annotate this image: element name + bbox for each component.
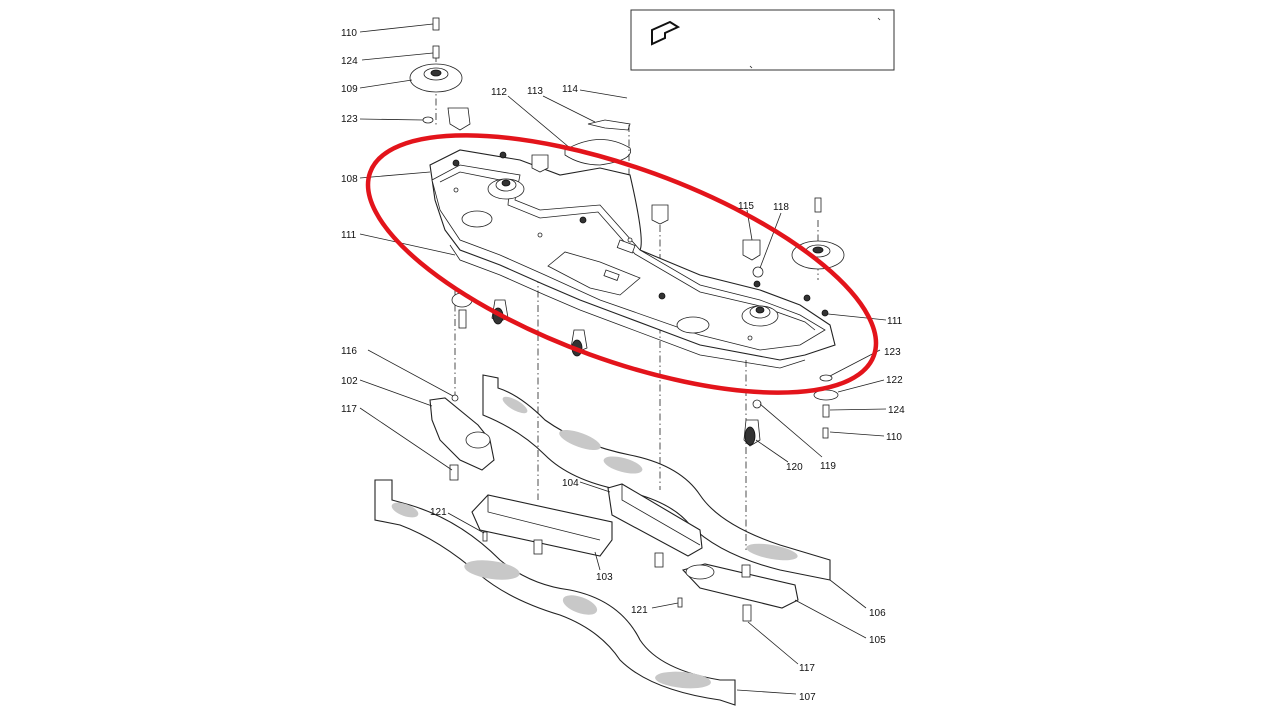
bracket-104 xyxy=(607,483,703,568)
label-124-right: 124 xyxy=(888,405,905,416)
label-104: 104 xyxy=(562,478,579,489)
label-114: 114 xyxy=(562,84,578,95)
bracket-102 xyxy=(429,397,495,481)
part-labels: 110 124 109 123 112 113 114 108 111 115 … xyxy=(341,28,905,703)
belt-112 xyxy=(564,119,632,166)
label-123-right: 123 xyxy=(884,347,901,358)
label-107: 107 xyxy=(799,692,816,703)
label-109: 109 xyxy=(341,84,358,95)
label-103: 103 xyxy=(596,572,613,583)
label-102: 102 xyxy=(341,376,358,387)
label-111-right: 111 xyxy=(887,316,903,327)
label-115: 115 xyxy=(738,201,754,212)
label-113: 113 xyxy=(527,86,543,97)
label-119: 119 xyxy=(820,461,836,472)
bracket-105 xyxy=(681,563,799,622)
casters xyxy=(451,292,762,447)
label-112: 112 xyxy=(491,87,507,98)
label-106: 106 xyxy=(869,608,886,619)
right-pulley-stack xyxy=(651,197,845,439)
label-123-top: 123 xyxy=(341,114,358,125)
label-110-right: 110 xyxy=(886,432,902,443)
highlight-ellipse xyxy=(365,133,879,395)
label-110-top: 110 xyxy=(341,28,357,39)
screws-121 xyxy=(482,531,683,608)
label-120: 120 xyxy=(786,462,803,473)
deck-108 xyxy=(429,149,836,369)
label-117-left: 117 xyxy=(341,404,357,415)
label-124-top: 124 xyxy=(341,56,358,67)
inset-box xyxy=(630,9,895,71)
baffle-107 xyxy=(374,479,736,706)
label-105: 105 xyxy=(869,635,886,646)
label-121-bottom: 121 xyxy=(631,605,648,616)
label-121-left: 121 xyxy=(430,507,447,518)
left-pulley-stack xyxy=(409,17,549,173)
label-117-bottom: 117 xyxy=(799,663,815,674)
leader-lines xyxy=(359,23,887,695)
label-108: 108 xyxy=(341,174,358,185)
label-122: 122 xyxy=(886,375,903,386)
label-116: 116 xyxy=(341,346,357,357)
label-118: 118 xyxy=(773,202,789,213)
bracket-103 xyxy=(471,494,613,557)
label-111-left: 111 xyxy=(341,230,357,241)
